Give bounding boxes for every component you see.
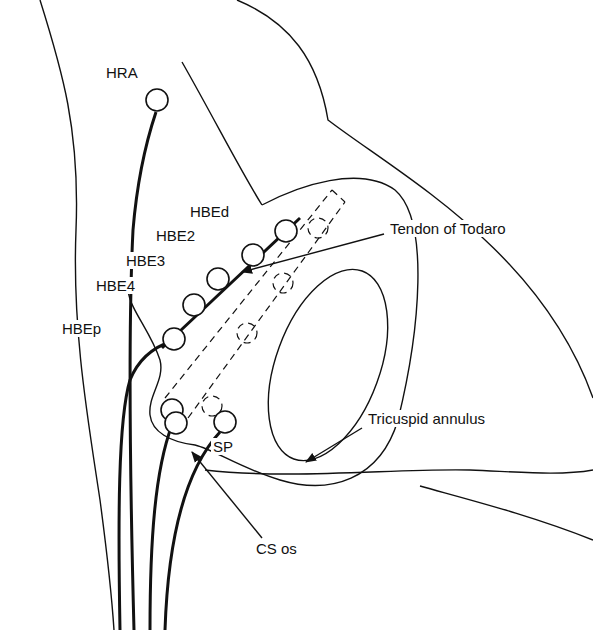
ventricle-outline: [237, 0, 593, 398]
structure-label: Tricuspid annulus: [366, 410, 487, 427]
septal-outline: [128, 178, 418, 485]
electrodes: [146, 89, 297, 434]
electrode-label: HBE4: [94, 277, 137, 294]
electrode-label: HBE2: [154, 227, 197, 244]
structure-label: Tendon of Todaro: [388, 220, 508, 237]
leader-arrows: [192, 234, 384, 538]
electrode-label: HBEd: [188, 203, 231, 220]
ventricle-floor: [205, 470, 593, 474]
structure-label: CS os: [254, 540, 299, 557]
electrode-label: HBEp: [60, 320, 103, 337]
atrial-wall: [40, 0, 114, 630]
electrode-label: HBE3: [124, 252, 167, 269]
catheter-label: HRA: [104, 64, 140, 81]
cs-catheter-dashed: [165, 190, 345, 418]
catheters: [119, 112, 300, 630]
apex-contour: [420, 486, 593, 540]
electrode-label: SP: [211, 438, 235, 455]
tricuspid-annulus: [245, 253, 411, 477]
atrial-contour: [182, 62, 262, 205]
